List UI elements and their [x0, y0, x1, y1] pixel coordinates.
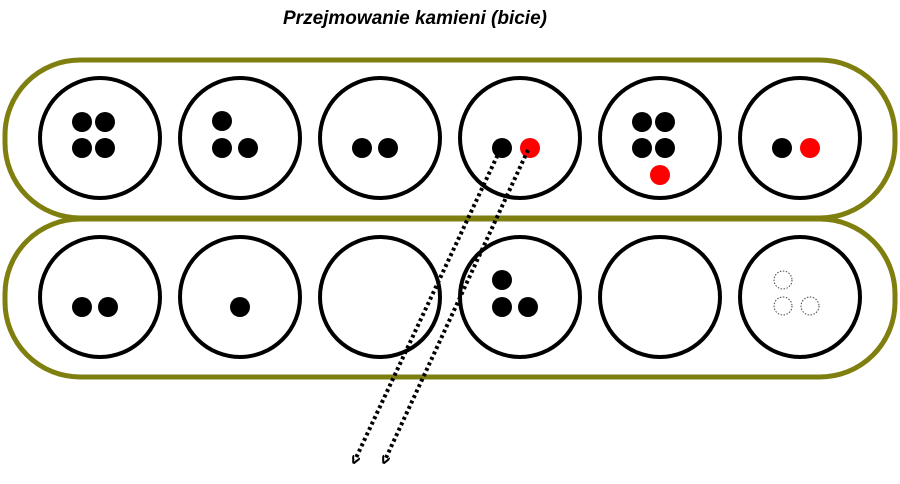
stone: [492, 297, 512, 317]
stone: [95, 138, 115, 158]
captured-stone: [800, 138, 820, 158]
diagram-title: Przejmowanie kamieni (bicie): [283, 8, 547, 29]
top-row-tray: [2, 57, 898, 221]
pit: [458, 76, 582, 200]
stone: [378, 138, 398, 158]
stone: [632, 138, 652, 158]
stone: [238, 138, 258, 158]
pit: [738, 235, 862, 359]
pit: [458, 235, 582, 359]
stone: [772, 138, 792, 158]
stone: [212, 138, 232, 158]
empty-stone-outline: [773, 270, 793, 290]
stone: [518, 297, 538, 317]
stone: [212, 111, 232, 131]
stone: [632, 112, 652, 132]
stone: [72, 138, 92, 158]
empty-stone-outline: [800, 296, 820, 316]
captured-stone: [650, 165, 670, 185]
pit: [38, 235, 162, 359]
pit: [318, 76, 442, 200]
stone: [492, 138, 512, 158]
stone: [352, 138, 372, 158]
pit: [598, 76, 722, 200]
stone: [492, 270, 512, 290]
stone: [230, 297, 250, 317]
pit: [178, 235, 302, 359]
stone: [655, 112, 675, 132]
bottom-row-tray: [2, 216, 898, 380]
pit: [178, 76, 302, 200]
pit: [738, 76, 862, 200]
stone: [98, 297, 118, 317]
pit: [598, 235, 722, 359]
empty-stone-outline: [773, 296, 793, 316]
stone: [72, 112, 92, 132]
capture-arrow: [385, 149, 530, 460]
stone: [72, 297, 92, 317]
stone: [655, 138, 675, 158]
stone: [95, 112, 115, 132]
captured-stone: [520, 138, 540, 158]
pit: [318, 235, 442, 359]
pit: [38, 76, 162, 200]
